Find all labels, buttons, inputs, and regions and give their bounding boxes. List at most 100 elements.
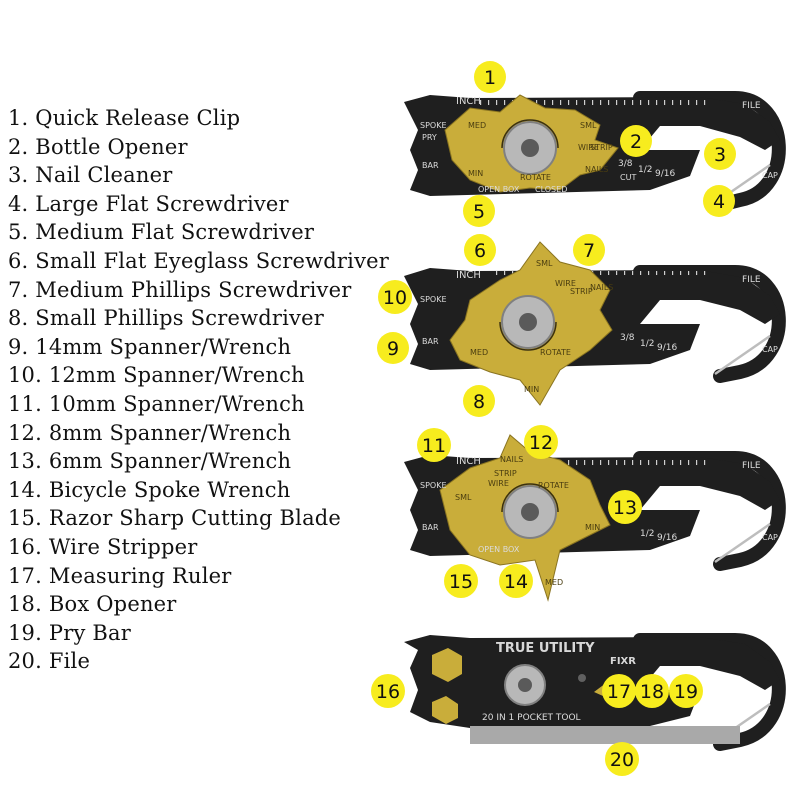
badge-number: 19 bbox=[674, 681, 698, 703]
badge: 10 bbox=[378, 280, 412, 314]
tool-view-3: INCH FILE CAP SPOKE BAR 1/2 9/16 OPEN BO… bbox=[404, 434, 786, 602]
sml-label: SML bbox=[536, 259, 553, 268]
feature-item: 3. Nail Cleaner bbox=[8, 163, 173, 188]
file-label: FILE bbox=[742, 101, 761, 111]
rotate-label: ROTATE bbox=[538, 481, 569, 490]
gate-wire bbox=[714, 522, 771, 564]
badge: 6 bbox=[464, 234, 496, 266]
inch-label: INCH bbox=[456, 270, 481, 281]
file-label: FILE bbox=[742, 461, 761, 471]
clip-loop bbox=[633, 633, 786, 751]
badge: 5 bbox=[463, 195, 495, 227]
badge-number: 16 bbox=[376, 681, 400, 703]
feature-item: 20. File bbox=[8, 649, 91, 674]
strip-label: STRIP bbox=[494, 469, 517, 478]
feature-item: 17. Measuring Ruler bbox=[8, 563, 232, 588]
wire-label: WIRE bbox=[578, 143, 599, 152]
badge: 1 bbox=[474, 61, 506, 93]
fraction-3-8: 3/8 bbox=[620, 333, 635, 343]
badge: 16 bbox=[371, 674, 405, 708]
nails-label: NAILS bbox=[500, 455, 523, 464]
feature-list: 1. Quick Release Clip 2. Bottle Opener 3… bbox=[8, 104, 389, 676]
badge: 7 bbox=[573, 234, 605, 266]
file-label: FILE bbox=[742, 275, 761, 285]
min-label: MIN bbox=[585, 523, 600, 532]
badge: 12 bbox=[524, 425, 558, 459]
strip-label: STRIP bbox=[590, 143, 613, 152]
badge-number: 13 bbox=[613, 497, 637, 519]
feature-item: 16. Wire Stripper bbox=[8, 534, 198, 559]
nails-label: NAILS bbox=[585, 165, 608, 174]
sml-label: SML bbox=[455, 493, 472, 502]
badge-number: 5 bbox=[473, 201, 485, 223]
badge-number: 2 bbox=[630, 131, 642, 153]
feature-item: 9. 14mm Spanner/Wrench bbox=[8, 334, 292, 359]
feature-item: 10. 12mm Spanner/Wrench bbox=[8, 363, 305, 388]
pry-label: PRY bbox=[422, 133, 437, 142]
clip-loop bbox=[633, 91, 786, 212]
badge: 4 bbox=[703, 185, 735, 217]
badge: 20 bbox=[605, 742, 639, 776]
badge: 11 bbox=[417, 428, 451, 462]
min-label: MIN bbox=[468, 169, 483, 178]
min-label: MIN bbox=[524, 385, 539, 394]
badge-number: 11 bbox=[422, 435, 446, 457]
med-label: MED bbox=[468, 121, 486, 130]
feature-item: 11. 10mm Spanner/Wrench bbox=[8, 391, 305, 416]
bar-label: BAR bbox=[422, 161, 439, 170]
med-label: MED bbox=[470, 348, 488, 357]
feature-item: 7. Medium Phillips Screwdriver bbox=[8, 277, 352, 302]
spoke-label: SPOKE bbox=[420, 481, 447, 490]
badge-number: 8 bbox=[473, 391, 485, 413]
rotate-label: ROTATE bbox=[540, 348, 571, 357]
med-label: MED bbox=[545, 578, 563, 587]
badge: 18 bbox=[635, 674, 669, 708]
feature-item: 19. Pry Bar bbox=[8, 620, 131, 645]
feature-item: 1. Quick Release Clip bbox=[8, 106, 241, 130]
badge-number: 10 bbox=[383, 287, 407, 309]
badge-number: 20 bbox=[610, 749, 634, 771]
badge-number: 14 bbox=[504, 571, 528, 593]
badge-number: 4 bbox=[713, 191, 725, 213]
file-strip bbox=[470, 726, 740, 744]
rotate-label: ROTATE bbox=[520, 173, 551, 182]
nails-label: NAILS bbox=[590, 283, 613, 292]
open-box-label: OPEN BOX bbox=[478, 545, 520, 554]
cap-label: CAP bbox=[762, 345, 778, 354]
fraction-9-16: 9/16 bbox=[657, 533, 677, 543]
brand-name: TRUE UTILITY bbox=[496, 641, 595, 656]
model-name: FIXR bbox=[610, 656, 636, 667]
clip-loop bbox=[633, 265, 786, 383]
badge: 15 bbox=[444, 564, 478, 598]
badge: 14 bbox=[499, 564, 533, 598]
bar-label: BAR bbox=[422, 523, 439, 532]
feature-item: 15. Razor Sharp Cutting Blade bbox=[8, 506, 342, 531]
spoke-label: SPOKE bbox=[420, 121, 447, 130]
tool-view-1: INCH FILE CAP SPOKE PRY BAR 3/8 1/2 9/16… bbox=[404, 91, 786, 212]
open-box-label: OPEN BOX bbox=[478, 185, 520, 194]
wire-label: WIRE bbox=[555, 279, 576, 288]
inch-label: INCH bbox=[456, 96, 481, 107]
spoke-label: SPOKE bbox=[420, 295, 447, 304]
badge: 9 bbox=[377, 332, 409, 364]
badge-number: 7 bbox=[583, 240, 595, 262]
feature-item: 2. Bottle Opener bbox=[8, 134, 188, 159]
badge: 3 bbox=[704, 138, 736, 170]
strip-label: STRIP bbox=[570, 287, 593, 296]
feature-item: 4. Large Flat Screwdriver bbox=[8, 191, 289, 216]
badge: 8 bbox=[463, 385, 495, 417]
fraction-9-16: 9/16 bbox=[657, 343, 677, 353]
badge-number: 1 bbox=[484, 67, 496, 89]
fraction-1-2: 1/2 bbox=[640, 339, 654, 349]
badge: 2 bbox=[620, 125, 652, 157]
feature-item: 12. 8mm Spanner/Wrench bbox=[8, 420, 292, 445]
badge: 13 bbox=[608, 490, 642, 524]
inch-label: INCH bbox=[456, 456, 481, 467]
badge: 17 bbox=[602, 674, 636, 708]
badge-number: 9 bbox=[387, 338, 399, 360]
gate-wire bbox=[714, 334, 771, 376]
fraction-1-2: 1/2 bbox=[640, 529, 654, 539]
feature-item: 14. Bicycle Spoke Wrench bbox=[8, 477, 291, 502]
bar-label: BAR bbox=[422, 337, 439, 346]
